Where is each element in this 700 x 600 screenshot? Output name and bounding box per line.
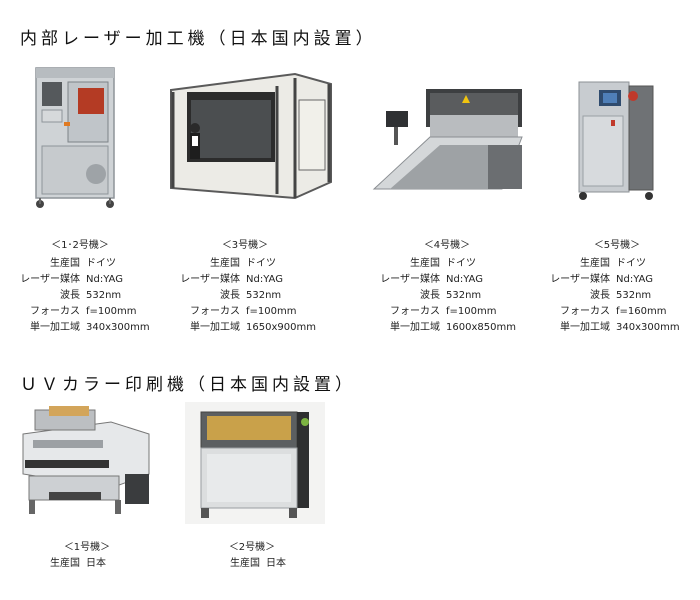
spec-row: レーザー媒体 Nd:YAG [160, 272, 316, 288]
spec-label: 単一加工域 [30, 322, 80, 333]
spec-label: フォーカス [190, 306, 240, 317]
spec-label: 波長 [220, 290, 240, 301]
spec-value: Nd:YAG [86, 274, 123, 285]
spec-value: 532nm [86, 290, 122, 301]
spec-label: レーザー媒体 [180, 274, 240, 285]
spec-label: 生産国 [50, 258, 80, 269]
spec-value: 532nm [616, 290, 652, 301]
laser-machine-5-photo [578, 81, 654, 200]
spec-label: 生産国 [50, 558, 80, 569]
spec-row: 単一加工域 1650x900mm [160, 320, 316, 336]
spec-row: レーザー媒体 Nd:YAG [530, 272, 680, 288]
spec-label: フォーカス [390, 306, 440, 317]
spec-row: 単一加工域 1600x850mm [360, 320, 516, 336]
spec-label: レーザー媒体 [550, 274, 610, 285]
spec-value: Nd:YAG [446, 274, 483, 285]
spec-value: ドイツ [616, 258, 646, 269]
laser-machine-3-specs: 生産国ドイツ レーザー媒体 Nd:YAG 波長 532nm フォーカス f=100mm… [160, 256, 316, 336]
laser-machine-3-photo [170, 72, 332, 200]
spec-value: 532nm [446, 290, 482, 301]
laser-section-title: 内部レーザー加工機（日本国内設置） [20, 29, 377, 49]
spec-value: ドイツ [446, 258, 476, 269]
uv-printer-1-caption: ＜1号機＞ [63, 542, 111, 553]
uv-printer-1-specs: 生産国日本 [0, 556, 106, 572]
spec-row: フォーカス f=160mm [530, 304, 680, 320]
spec-row: 生産国ドイツ [160, 256, 316, 272]
laser-machine-3-caption: ＜3号機＞ [221, 240, 269, 251]
spec-value: 340x300mm [86, 322, 150, 333]
spec-value: 日本 [86, 558, 106, 569]
spec-label: 単一加工域 [560, 322, 610, 333]
spec-label: フォーカス [560, 306, 610, 317]
spec-row: 単一加工域 340x300mm [0, 320, 150, 336]
spec-label: 生産国 [410, 258, 440, 269]
spec-row: 生産国ドイツ [530, 256, 680, 272]
uv-printer-2-specs: 生産国日本 [180, 556, 286, 572]
spec-label: 波長 [60, 290, 80, 301]
spec-value: 340x300mm [616, 322, 680, 333]
laser-machine-1-2-caption: ＜1･2号機＞ [51, 240, 109, 251]
spec-value: 532nm [246, 290, 282, 301]
spec-value: ドイツ [86, 258, 116, 269]
laser-machine-1-2-photo [35, 67, 115, 208]
uv-printer-1-photo [22, 406, 150, 514]
uv-printer-2-photo [185, 402, 325, 524]
uv-printer-2-caption: ＜2号機＞ [228, 542, 276, 553]
spec-row: 単一加工域 340x300mm [530, 320, 680, 336]
spec-row: 生産国日本 [0, 556, 106, 572]
spec-value: 1650x900mm [246, 322, 316, 333]
spec-row: フォーカス f=100mm [0, 304, 150, 320]
spec-value: ドイツ [246, 258, 276, 269]
spec-label: 波長 [420, 290, 440, 301]
spec-label: レーザー媒体 [20, 274, 80, 285]
spec-value: f=160mm [616, 306, 667, 317]
spec-value: 日本 [266, 558, 286, 569]
laser-machine-1-2-specs: 生産国ドイツ レーザー媒体 Nd:YAG 波長 532nm フォーカス f=100mm… [0, 256, 150, 336]
spec-row: レーザー媒体 Nd:YAG [360, 272, 516, 288]
spec-row: フォーカス f=100mm [360, 304, 516, 320]
spec-label: フォーカス [30, 306, 80, 317]
spec-value: f=100mm [446, 306, 497, 317]
spec-label: 波長 [590, 290, 610, 301]
spec-value: f=100mm [246, 306, 297, 317]
spec-row: 波長 532nm [160, 288, 316, 304]
spec-row: 生産国ドイツ [0, 256, 150, 272]
laser-machine-4-specs: 生産国ドイツ レーザー媒体 Nd:YAG 波長 532nm フォーカス f=100mm… [360, 256, 516, 336]
spec-value: 1600x850mm [446, 322, 516, 333]
uv-section-title: ＵＶカラー印刷機（日本国内設置） [20, 375, 356, 395]
spec-value: Nd:YAG [616, 274, 653, 285]
spec-row: 生産国日本 [180, 556, 286, 572]
spec-row: 波長 532nm [0, 288, 150, 304]
laser-machine-4-photo [372, 89, 523, 190]
spec-label: 生産国 [230, 558, 260, 569]
spec-label: 単一加工域 [390, 322, 440, 333]
spec-row: 波長 532nm [360, 288, 516, 304]
spec-row: フォーカス f=100mm [160, 304, 316, 320]
laser-machine-5-caption: ＜5号機＞ [593, 240, 641, 251]
spec-value: f=100mm [86, 306, 137, 317]
spec-label: 生産国 [580, 258, 610, 269]
spec-row: レーザー媒体 Nd:YAG [0, 272, 150, 288]
spec-label: 単一加工域 [190, 322, 240, 333]
spec-row: 波長 532nm [530, 288, 680, 304]
laser-machine-4-caption: ＜4号機＞ [423, 240, 471, 251]
spec-row: 生産国ドイツ [360, 256, 516, 272]
spec-value: Nd:YAG [246, 274, 283, 285]
spec-label: 生産国 [210, 258, 240, 269]
spec-label: レーザー媒体 [380, 274, 440, 285]
laser-machine-5-specs: 生産国ドイツ レーザー媒体 Nd:YAG 波長 532nm フォーカス f=160mm… [530, 256, 680, 336]
